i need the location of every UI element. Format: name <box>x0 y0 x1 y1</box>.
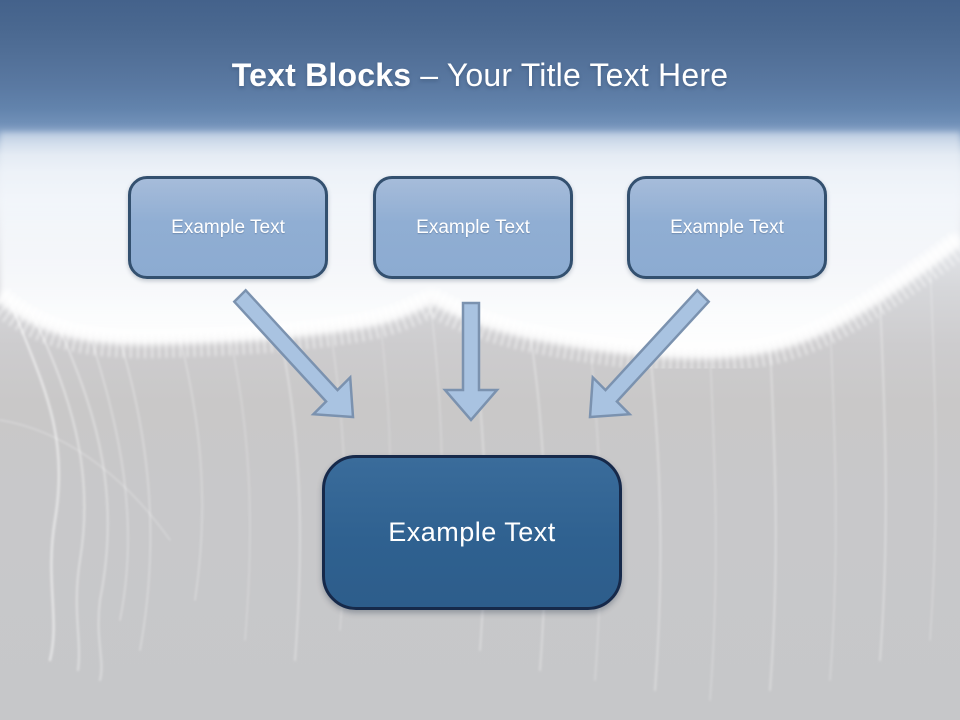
slide-title-bold: Text Blocks <box>231 57 412 93</box>
slide-title: Text Blocks– Your Title Text Here <box>0 56 960 94</box>
text-block-3: Example Text <box>627 176 827 279</box>
slide-title-rest: – Your Title Text Here <box>420 57 729 93</box>
text-block-2-label: Example Text <box>416 216 530 238</box>
text-block-1: Example Text <box>128 176 328 279</box>
text-block-1-label: Example Text <box>171 216 285 238</box>
text-block-3-label: Example Text <box>670 216 784 238</box>
main-text-block: Example Text <box>322 455 622 610</box>
main-text-block-label: Example Text <box>388 517 556 547</box>
text-block-2: Example Text <box>373 176 573 279</box>
